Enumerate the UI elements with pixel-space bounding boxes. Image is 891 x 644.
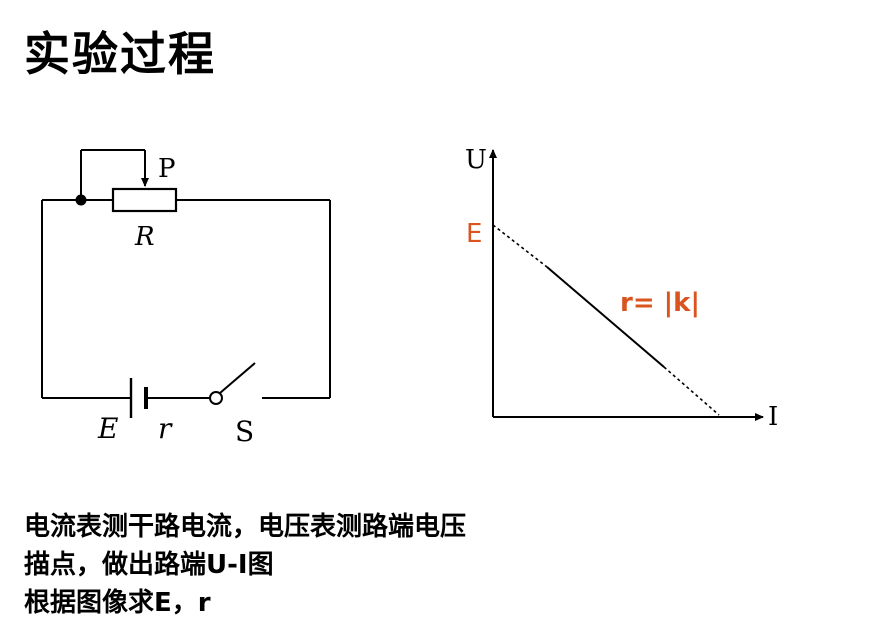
extrapolated-line-lower	[663, 366, 720, 416]
x-axis-label: I	[768, 402, 778, 432]
intercept-label: E	[466, 219, 482, 249]
rheostat-resistor	[111, 187, 178, 213]
circuit-diagram	[41, 149, 331, 418]
note-line-1: 电流表测干路电流，电压表测路端电压	[24, 512, 467, 542]
measured-line	[546, 266, 665, 368]
ui-graph	[489, 149, 764, 421]
extrapolated-line-upper	[492, 224, 548, 268]
emf-label: E	[97, 412, 118, 445]
switch-lever	[219, 362, 256, 394]
junction-dot	[75, 194, 87, 206]
internal-resistance-label: r	[158, 412, 173, 445]
slider-label: P	[158, 154, 176, 184]
note-line-2: 描点，做出路端U-I图	[24, 550, 274, 580]
notes-block: 电流表测干路电流，电压表测路端电压 描点，做出路端U-I图 根据图像求E，r	[24, 508, 466, 622]
page-title: 实验过程	[24, 27, 216, 81]
switch-label: S	[235, 415, 254, 448]
rheostat-label: R	[134, 222, 155, 252]
switch-contact	[209, 391, 223, 405]
note-line-3: 根据图像求E，r	[24, 588, 211, 618]
slope-formula: r= |k|	[620, 288, 700, 318]
y-axis-label: U	[465, 145, 487, 175]
